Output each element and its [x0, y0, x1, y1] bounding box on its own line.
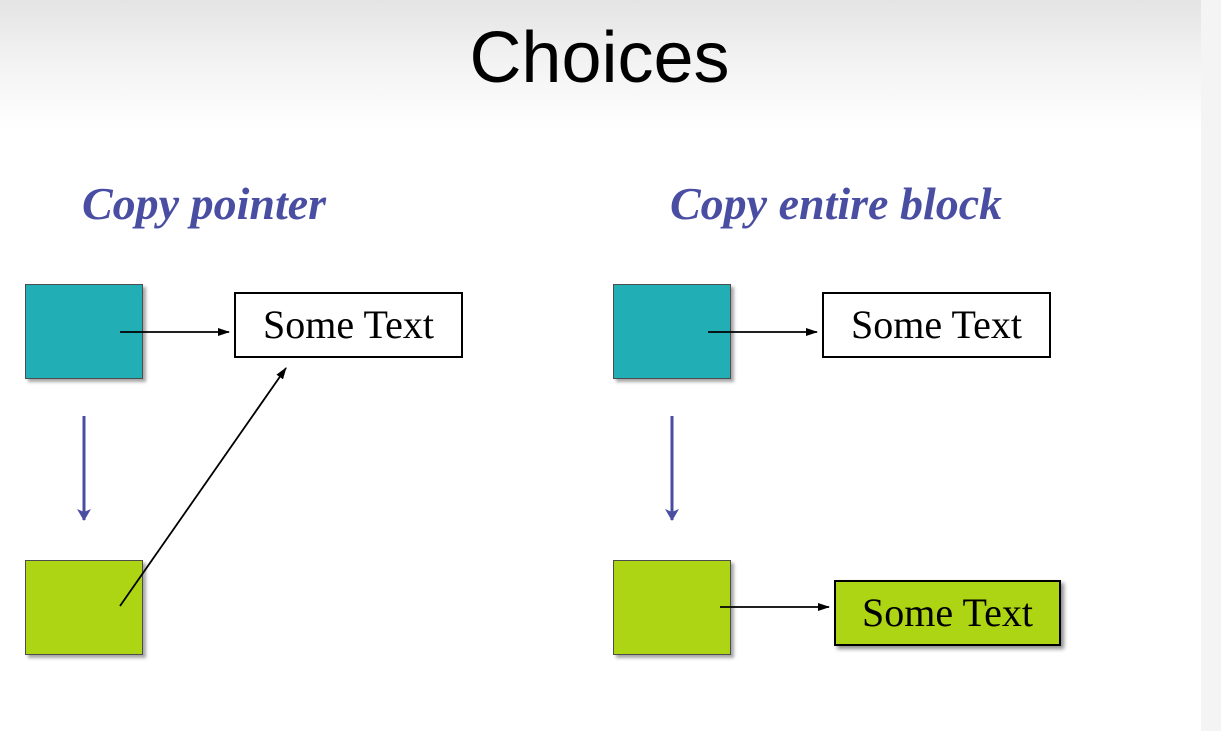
- shared-text-box: Some Text: [234, 292, 463, 358]
- copy-entire-block-heading: Copy entire block: [670, 178, 1003, 229]
- copied-pointer-block: [25, 560, 143, 655]
- slide-edge: [1201, 0, 1221, 731]
- title-band: [0, 0, 1221, 130]
- shared-pointer-arrow: [119, 367, 287, 607]
- copied-text-box: Some Text: [834, 580, 1061, 646]
- original-block: [613, 284, 731, 379]
- copied-block: [613, 560, 731, 655]
- original-pointer-block: [25, 284, 143, 379]
- copy-pointer-heading: Copy pointer: [82, 178, 327, 229]
- original-text-box: Some Text: [822, 292, 1051, 358]
- slide-title: Choices: [469, 18, 730, 98]
